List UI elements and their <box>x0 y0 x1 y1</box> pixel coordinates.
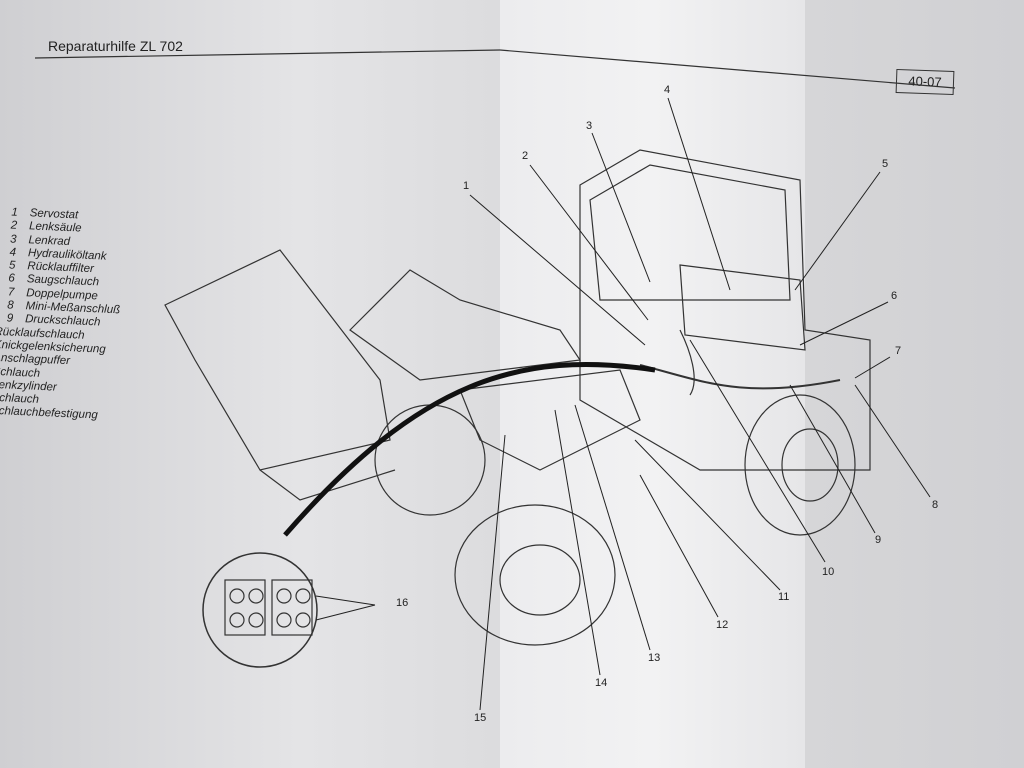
lift-arm <box>349 269 582 381</box>
legend-num: 4 <box>9 246 17 259</box>
callout-13: 13 <box>648 652 661 664</box>
detail-circle <box>202 552 318 668</box>
left-page <box>0 0 500 768</box>
header-rule-right <box>499 49 956 89</box>
legend-num: 7 <box>7 286 15 299</box>
callout-5: 5 <box>882 158 889 170</box>
callout-3: 3 <box>586 120 593 132</box>
legend-num: 2 <box>10 219 18 233</box>
callout-1: 1 <box>463 180 470 192</box>
detail-connector <box>283 362 656 537</box>
legend-num: 3 <box>9 233 17 246</box>
hose <box>639 364 841 390</box>
rear-wheel <box>744 394 856 536</box>
callout-16: 16 <box>396 597 409 609</box>
frame <box>459 369 641 471</box>
front-wheel <box>454 504 616 646</box>
header-title: Reparaturhilfe ZL 702 <box>48 38 183 54</box>
left-wheel <box>374 404 486 516</box>
legend-num: 1 <box>11 206 18 219</box>
page-number: 40-07 <box>895 68 955 96</box>
callout-2: 2 <box>522 150 529 162</box>
callout-11: 11 <box>778 591 790 603</box>
legend-num: 9 <box>6 312 14 326</box>
callout-9: 9 <box>875 534 882 546</box>
legend-num: 5 <box>8 259 16 272</box>
legend-label: Rücklauffilter <box>27 260 95 276</box>
legend-label: Schlauch <box>0 365 41 380</box>
callout-15: 15 <box>474 712 487 724</box>
callout-6: 6 <box>891 290 898 302</box>
right-page <box>805 0 1024 768</box>
callout-14: 14 <box>595 677 608 689</box>
legend-label: Lenkzylinder <box>0 378 57 394</box>
legend-label: Anschlagpuffer <box>0 352 71 368</box>
tank <box>679 264 806 351</box>
callout-12: 12 <box>716 619 729 631</box>
legend-num: 8 <box>6 299 14 312</box>
header-rule <box>34 49 501 59</box>
callout-7: 7 <box>895 345 902 357</box>
callout-4: 4 <box>664 84 671 96</box>
legend-label: Lenkrad <box>28 233 71 248</box>
middle-page <box>500 0 805 768</box>
legend-label: Servostat <box>29 207 79 222</box>
bucket <box>164 249 391 471</box>
callout-10: 10 <box>822 566 835 578</box>
legend-num: 6 <box>8 272 16 286</box>
leader-lines <box>315 97 931 711</box>
callout-8: 8 <box>932 499 939 511</box>
cab <box>579 149 871 471</box>
legend-label: Lenksäule <box>28 220 82 235</box>
legend-label: Schlauch <box>0 391 40 407</box>
